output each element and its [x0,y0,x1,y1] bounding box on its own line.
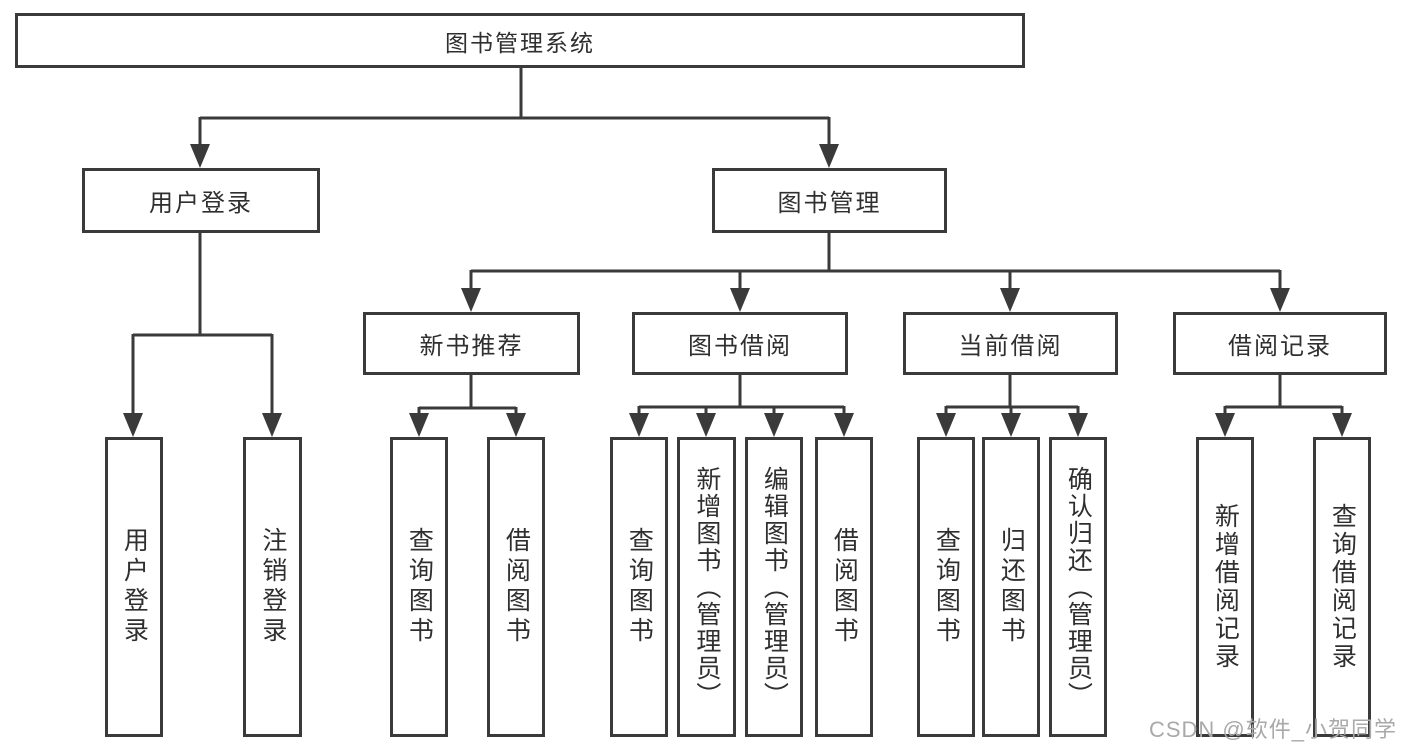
node-book-borrow: 图书借阅 [632,312,848,375]
csdn-watermark: CSDN @软件_小贺同学 [1148,717,1397,742]
leaf-query-borrow-record: 查询借阅记录 [1313,437,1371,737]
node-current-borrow-label: 当前借阅 [958,333,1063,360]
book-borrow-connector [629,375,854,437]
leaf-logout: 注销登录 [243,437,302,737]
leaf-user-login: 用户登录 [105,437,163,737]
leaf-add-borrow-record: 新增借阅记录 [1196,437,1254,737]
leaf-borrow-books-label: 借阅图书 [830,527,859,647]
node-new-book-recommend-label: 新书推荐 [419,333,524,360]
node-new-book-recommend: 新书推荐 [363,312,580,375]
leaf-query-books-recommend: 查询图书 [390,437,448,737]
leaf-query-borrow-record-label: 查询借阅记录 [1328,503,1357,671]
leaf-add-book-admin: 新增图书（管理员） [677,437,736,737]
borrow-records-connector [1215,375,1352,437]
node-book-borrow-label: 图书借阅 [688,333,792,360]
leaf-edit-book-admin-label: 编辑图书（管理员） [760,465,789,709]
leaf-logout-label: 注销登录 [258,527,287,647]
node-user-login-label: 用户登录 [149,190,253,217]
leaf-borrow-books: 借阅图书 [815,437,873,737]
leaf-query-books-recommend-label: 查询图书 [405,527,434,647]
leaf-confirm-return-admin-label: 确认归还（管理员） [1064,465,1093,709]
leaf-add-borrow-record-label: 新增借阅记录 [1211,503,1240,671]
leaf-return-books: 归还图书 [982,437,1040,737]
leaf-borrow-books-recommend-label: 借阅图书 [502,527,531,647]
current-borrow-connector [936,375,1088,437]
user-login-branch-connector [123,233,282,437]
node-user-login: 用户登录 [82,168,320,233]
leaf-return-books-label: 归还图书 [997,527,1026,647]
node-current-borrow: 当前借阅 [903,312,1118,375]
new-book-recommend-connector [409,375,526,437]
leaf-query-books-current-label: 查询图书 [932,527,961,647]
node-borrow-records: 借阅记录 [1173,312,1387,375]
node-library-system: 图书管理系统 [15,13,1025,68]
leaf-borrow-books-recommend: 借阅图书 [487,437,545,737]
book-management-branch-connector [461,233,1290,312]
node-borrow-records-label: 借阅记录 [1228,333,1332,360]
root-connector [190,68,839,168]
node-library-system-label: 图书管理系统 [445,29,595,56]
leaf-user-login-label: 用户登录 [120,527,149,647]
node-book-management-label: 图书管理 [777,190,882,217]
leaf-confirm-return-admin: 确认归还（管理员） [1049,437,1107,737]
leaf-edit-book-admin: 编辑图书（管理员） [745,437,803,737]
leaf-add-book-admin-label: 新增图书（管理员） [692,465,721,709]
leaf-query-books-borrow-label: 查询图书 [625,527,654,647]
leaf-query-books-borrow: 查询图书 [610,437,668,737]
node-book-management: 图书管理 [712,168,947,233]
leaf-query-books-current: 查询图书 [917,437,975,737]
